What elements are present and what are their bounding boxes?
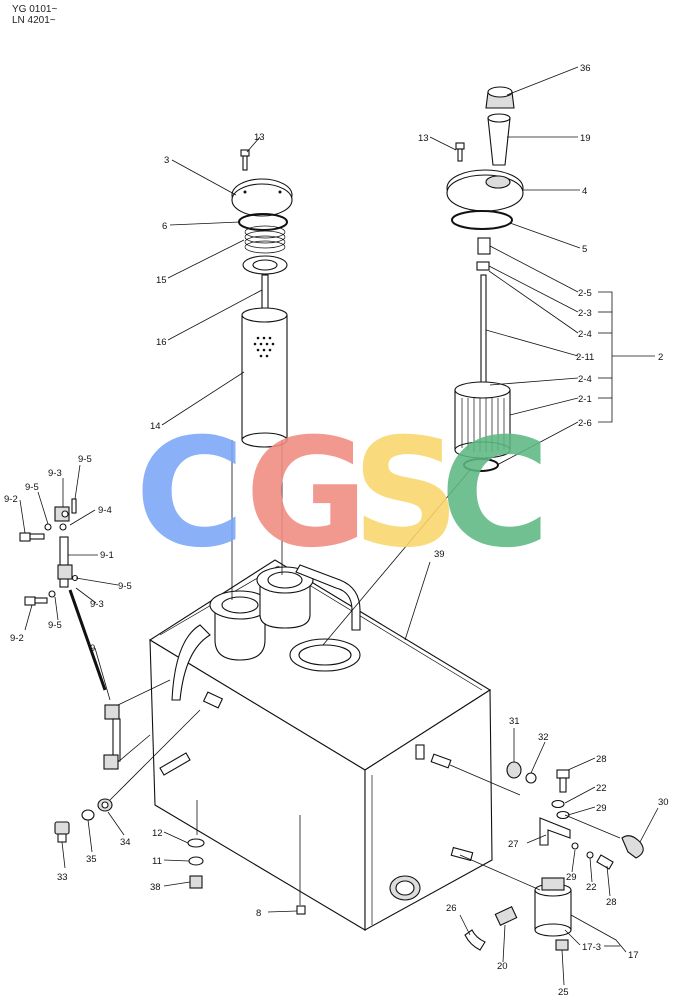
watermark-letter-c1: C [135, 407, 245, 581]
callout-3: 3 [164, 155, 169, 166]
callout-9: 9 [90, 643, 95, 654]
cgsc-watermark: C G S C [135, 407, 550, 581]
watermark-letter-s: S [352, 407, 460, 581]
callout-30: 30 [658, 797, 669, 808]
callout-34: 34 [120, 837, 131, 848]
callout-28-lower: 28 [606, 897, 617, 908]
callout-22-upper: 22 [596, 783, 607, 794]
callout-17: 17 [628, 950, 639, 961]
callout-12: 12 [152, 828, 163, 839]
callout-5: 5 [582, 244, 587, 255]
return-filter-assembly [231, 149, 293, 448]
callout-2: 2 [658, 352, 663, 363]
callout-2-4-lower: 2-4 [578, 374, 592, 385]
callout-31: 31 [509, 716, 520, 727]
callout-8: 8 [256, 908, 261, 919]
model-range-line-1: YG 0101~ [12, 4, 58, 15]
callout-22-lower: 22 [586, 882, 597, 893]
callout-25: 25 [558, 987, 569, 998]
callout-36: 36 [580, 63, 591, 74]
callout-9-1: 9-1 [100, 550, 114, 561]
callout-29-upper: 29 [596, 803, 607, 814]
callout-28-upper: 28 [596, 754, 607, 765]
callout-35: 35 [86, 854, 97, 865]
callout-2-5: 2-5 [578, 288, 592, 299]
callout-26: 26 [446, 903, 457, 914]
callout-2-1: 2-1 [578, 394, 592, 405]
callout-6: 6 [162, 221, 167, 232]
callout-15: 15 [156, 275, 167, 286]
callout-16: 16 [156, 337, 167, 348]
callout-14: 14 [150, 421, 161, 432]
callout-17-3: 17-3 [582, 942, 601, 953]
part-number-callouts: 36 19 13 13 3 4 6 5 15 16 14 2-5 2-3 2-4… [4, 63, 669, 998]
callout-9-5-left: 9-5 [25, 482, 39, 493]
callout-13-left: 13 [254, 132, 265, 143]
filter-housing-necks [171, 564, 361, 709]
callout-9-3-lower: 9-3 [90, 599, 104, 610]
callout-2-11: 2-11 [576, 352, 594, 363]
callout-9-5-top: 9-5 [78, 454, 92, 465]
callout-13-right: 13 [418, 133, 429, 144]
callout-29-lower: 29 [566, 872, 577, 883]
callout-27: 27 [508, 839, 519, 850]
model-range-line-2: LN 4201~ [12, 15, 56, 26]
callout-19: 19 [580, 133, 591, 144]
callout-9-3-top: 9-3 [48, 468, 62, 479]
oil-cooler-fittings-right [464, 761, 644, 951]
callout-9-5-right: 9-5 [118, 581, 132, 592]
suction-strainer-assembly [446, 86, 524, 472]
callout-32: 32 [538, 732, 549, 743]
callout-9-4: 9-4 [98, 505, 112, 516]
callout-9-5-lower: 9-5 [48, 620, 62, 631]
callout-2-6: 2-6 [578, 418, 592, 429]
callout-11: 11 [152, 856, 162, 867]
level-gauge-assembly [19, 498, 121, 770]
callout-38: 38 [150, 882, 161, 893]
callout-9-2-lower: 9-2 [10, 633, 24, 644]
callout-39: 39 [434, 549, 445, 560]
watermark-letter-g: G [245, 407, 368, 581]
leader-lines [19, 66, 659, 986]
callout-2-3: 2-3 [578, 308, 592, 319]
callout-9-2-top: 9-2 [4, 494, 18, 505]
callout-2-4-upper: 2-4 [578, 329, 592, 340]
callout-33: 33 [57, 872, 68, 883]
watermark-letter-c2: C [440, 407, 550, 581]
hydraulic-tank-body [148, 559, 493, 931]
callout-4: 4 [582, 186, 587, 197]
callout-20: 20 [497, 961, 508, 972]
